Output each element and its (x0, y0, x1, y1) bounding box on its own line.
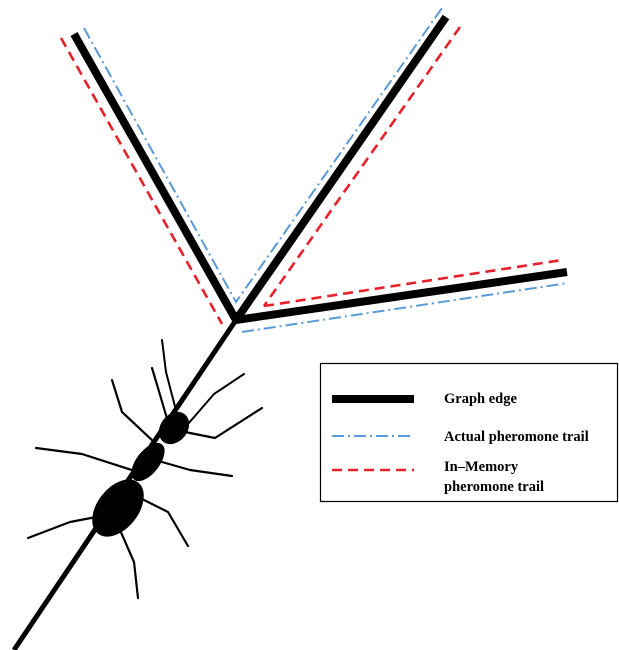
ant-icon (28, 340, 262, 598)
legend-label-actual-trail: Actual pheromone trail (444, 429, 589, 445)
ant-leg (120, 530, 138, 598)
graph-edges (14, 17, 567, 650)
graph-edge-left-branch (74, 34, 236, 320)
ant-leg (36, 448, 138, 472)
graph-edge-middle-branch (236, 17, 446, 320)
memory-pheromone-trails (61, 27, 562, 324)
ant-leg (152, 368, 168, 422)
memory-trail-middle (264, 27, 460, 306)
ant-leg (185, 408, 262, 438)
legend-label-memory-trail-line2: pheromone trail (444, 479, 544, 495)
actual-trail-left-middle (84, 8, 442, 302)
legend-label-graph-edge: Graph edge (444, 391, 517, 407)
ant-leg (112, 380, 154, 442)
memory-trail-left (61, 38, 222, 324)
ant-leg (162, 462, 232, 476)
actual-trail-right (242, 283, 568, 332)
ant-leg (136, 496, 188, 546)
ant-head (153, 407, 194, 450)
legend-label-memory-trail: In–Memory (444, 459, 519, 475)
legend: Graph edge Actual pheromone trail In–Mem… (321, 364, 618, 502)
graph-edge-right-branch (236, 272, 567, 320)
